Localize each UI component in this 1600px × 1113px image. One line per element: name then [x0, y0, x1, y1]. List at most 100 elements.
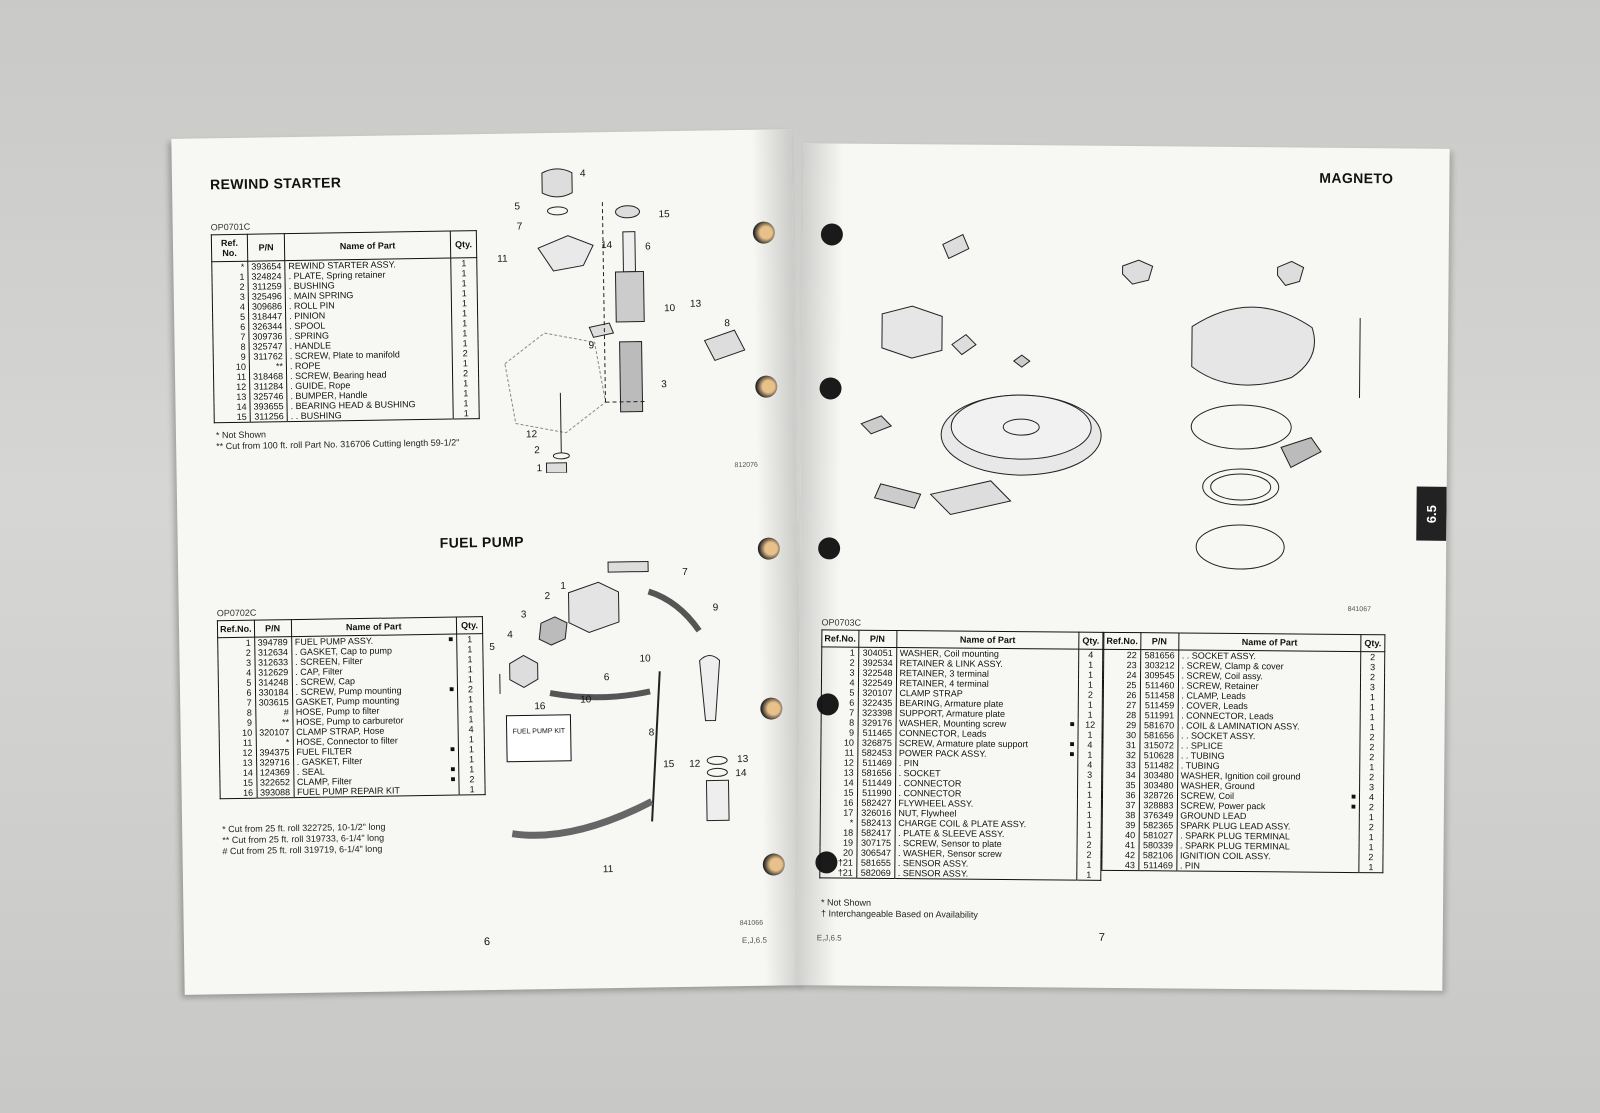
callout: 5 — [514, 201, 520, 212]
cell-pn: ** — [255, 717, 293, 728]
cell-ref: 10 — [820, 737, 858, 748]
callout: 4 — [580, 168, 586, 179]
col-header: Ref. No. — [211, 234, 248, 262]
callout: 10 — [580, 694, 592, 705]
cell-qty: 4 — [1088, 649, 1094, 660]
cell-pn: 322652 — [256, 777, 294, 788]
fuel-pump-title: FUEL PUMP — [439, 533, 525, 551]
cell-ref: 28 — [1103, 709, 1140, 721]
callout: 9 — [713, 602, 719, 613]
cell-ref: 12 — [213, 381, 250, 393]
cell-ref: †21 — [819, 857, 857, 868]
cell-ref: 8 — [213, 341, 250, 353]
model-code: E,J,6.5 — [741, 935, 767, 946]
cell-ref: 12 — [219, 747, 257, 759]
cell-ref: 25 — [1103, 679, 1141, 691]
cell-ref: 20 — [819, 847, 857, 858]
page-number: 6 — [483, 936, 491, 949]
kit-mark: ■ — [450, 774, 456, 784]
cell-qty: 1 — [1369, 712, 1375, 723]
cell-qty: 1 — [1368, 812, 1374, 823]
cell-ref: 6 — [821, 697, 858, 708]
cell-qty: 1 — [467, 644, 473, 655]
cell-qty: 1 — [461, 278, 467, 289]
cell-pn: 309736 — [248, 331, 287, 342]
cell-pn: 511458 — [1139, 690, 1178, 701]
callout: 3 — [521, 609, 527, 620]
cell-ref: 3 — [821, 667, 859, 678]
cell-ref: 11 — [820, 747, 858, 758]
figure-code: 841066 — [739, 919, 764, 928]
callout: 1 — [536, 463, 542, 474]
cell-qty: 12 — [1085, 719, 1096, 730]
cell-ref: 9 — [821, 727, 858, 738]
cell-qty: 1 — [1087, 669, 1094, 680]
cell-qty: 1 — [1088, 659, 1094, 670]
figure-code: 812076 — [734, 461, 758, 470]
cell-ref: 35 — [1102, 779, 1140, 791]
cell-qty: 1 — [1369, 692, 1375, 703]
cell-ref: 6 — [218, 687, 256, 699]
cell-qty: 2 — [1369, 742, 1375, 753]
cell-pn: 303480 — [1139, 780, 1178, 791]
cell-qty: 3 — [1369, 782, 1375, 793]
cell-qty: 1 — [462, 338, 468, 349]
magneto-note: † Interchangeable Based on Availability — [820, 908, 978, 920]
cell-pn: 581656 — [1140, 649, 1179, 661]
cell-qty: 2 — [1087, 689, 1093, 700]
cell-ref: 10 — [213, 361, 250, 373]
cell-qty: 1 — [463, 398, 469, 409]
fuel-pump-kit-box — [505, 714, 572, 763]
cell-qty: 1 — [1086, 809, 1092, 820]
cell-qty: 1 — [461, 268, 467, 279]
callout: 3 — [661, 379, 667, 390]
cell-qty: 1 — [467, 664, 473, 675]
cell-pn: 511465 — [857, 727, 896, 739]
cell-pn: 511449 — [857, 777, 896, 789]
callout: 9 — [589, 340, 595, 351]
col-header: Name of Part — [284, 231, 451, 261]
callout: 6 — [604, 672, 610, 683]
cell-qty: 3 — [1087, 769, 1093, 780]
cell-pn: 303212 — [1140, 660, 1179, 671]
cell-ref: 5 — [821, 687, 858, 698]
cell-pn: 303480 — [1139, 770, 1178, 781]
cell-pn: 326875 — [857, 737, 896, 749]
cell-qty: 2 — [1368, 802, 1374, 813]
cell-ref: 14 — [820, 777, 858, 788]
cell-pn: 311762 — [249, 351, 287, 362]
cell-ref: 19 — [820, 837, 857, 848]
section-tab: 6.5 — [1416, 486, 1447, 541]
cell-ref: 5 — [212, 311, 249, 323]
cell-qty: 4 — [468, 724, 474, 735]
cell-pn: 511469 — [1138, 860, 1177, 871]
kit-mark: ■ — [1351, 801, 1356, 812]
callout: 5 — [489, 642, 495, 653]
cell-qty: 1 — [1086, 789, 1093, 800]
cell-qty: 1 — [469, 764, 475, 775]
cell-pn: 328883 — [1138, 800, 1177, 811]
kit-mark: ■ — [449, 684, 455, 694]
cell-qty: 2 — [1086, 839, 1092, 850]
cell-name: IGNITION COIL ASSY. — [1176, 850, 1360, 863]
magneto-note: * Not Shown — [821, 897, 872, 908]
cell-ref: 36 — [1102, 789, 1140, 801]
cell-ref: 2 — [821, 657, 859, 668]
col-header: Qty. — [1078, 632, 1103, 650]
cell-pn: 393654 — [247, 260, 285, 272]
kit-mark: ■ — [1069, 749, 1075, 759]
cell-pn: 329716 — [256, 757, 294, 768]
cell-ref: 13 — [820, 767, 858, 778]
cell-pn: 393655 — [249, 401, 288, 412]
cell-pn: 304051 — [858, 647, 897, 659]
kit-mark: ■ — [450, 764, 456, 774]
callout: 15 — [658, 209, 670, 220]
cell-ref: 4 — [821, 677, 859, 688]
callout: 7 — [517, 221, 523, 232]
cell-qty: 1 — [462, 318, 468, 329]
cell-qty: 1 — [461, 308, 468, 319]
cell-ref: 26 — [1103, 689, 1140, 701]
cell-ref: 24 — [1103, 669, 1141, 681]
